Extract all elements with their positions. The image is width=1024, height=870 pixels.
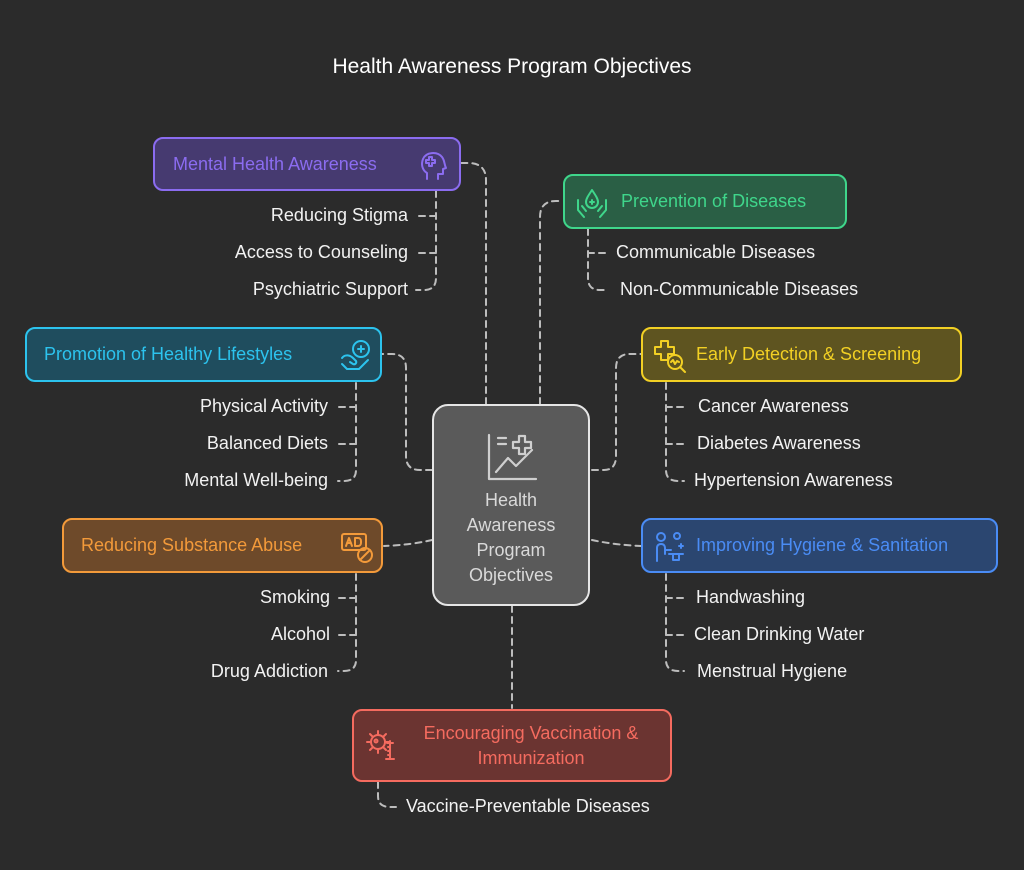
node-vaccination[interactable]: Encouraging Vaccination & Immunization	[352, 709, 672, 782]
head-plus-icon	[421, 152, 447, 180]
substance-item-smoking: Smoking	[259, 587, 330, 607]
lifestyles-item-activity: Physical Activity	[199, 396, 328, 416]
node-hygiene[interactable]: Improving Hygiene & Sanitation	[641, 518, 998, 573]
mental-item-psychiatric: Psychiatric Support	[252, 279, 408, 299]
node-substance-abuse[interactable]: Reducing Substance Abuse	[62, 518, 383, 573]
virus-syringe-icon	[366, 730, 395, 760]
node-label: Improving Hygiene & Sanitation	[696, 535, 949, 555]
prevention-item-communicable: Communicable Diseases	[616, 242, 816, 262]
node-label: Reducing Substance Abuse	[81, 535, 303, 555]
hygiene-item-menstrual: Menstrual Hygiene	[697, 661, 848, 681]
node-healthy-lifestyles[interactable]: Promotion of Healthy Lifestyles	[25, 327, 382, 382]
prevention-item-noncommunicable: Non-Communicable Diseases	[620, 279, 859, 299]
medical-search-icon	[654, 340, 686, 373]
chart-plus-icon	[487, 433, 538, 481]
node-label: Early Detection & Screening	[696, 344, 922, 364]
diagram-title: Health Awareness Program Objectives	[332, 55, 692, 78]
substance-item-alcohol: Alcohol	[270, 624, 330, 644]
node-label: Prevention of Diseases	[621, 191, 807, 211]
washing-person-icon	[656, 532, 684, 562]
node-label: Mental Health Awareness	[173, 153, 377, 174]
lifestyles-item-diets: Balanced Diets	[206, 433, 328, 453]
no-ad-icon	[341, 533, 373, 563]
node-mental-health[interactable]: Mental Health Awareness	[153, 137, 461, 191]
hygiene-item-water: Clean Drinking Water	[694, 624, 865, 644]
mental-item-stigma: Reducing Stigma	[270, 205, 408, 225]
vaccination-item-preventable: Vaccine-Preventable Diseases	[406, 796, 650, 816]
mental-item-counseling: Access to Counseling	[234, 242, 408, 262]
hygiene-item-handwashing: Handwashing	[696, 587, 806, 607]
detection-item-diabetes: Diabetes Awareness	[697, 433, 861, 453]
node-early-detection[interactable]: Early Detection & Screening	[641, 327, 962, 382]
heart-hand-icon	[341, 340, 370, 370]
node-label: Encouraging Vaccination & Immunization	[423, 722, 639, 768]
center-label: Health Awareness Program Objectives	[466, 490, 556, 585]
node-label: Promotion of Healthy Lifestyles	[44, 344, 293, 364]
detection-item-cancer: Cancer Awareness	[698, 396, 849, 416]
lifestyles-item-wellbeing: Mental Well-being	[184, 470, 328, 490]
hands-drop-icon	[577, 189, 607, 218]
node-prevention[interactable]: Prevention of Diseases	[563, 174, 847, 229]
detection-item-hypertension: Hypertension Awareness	[694, 470, 893, 490]
substance-item-drugs: Drug Addiction	[210, 661, 328, 681]
center-node: Health Awareness Program Objectives	[432, 404, 590, 606]
